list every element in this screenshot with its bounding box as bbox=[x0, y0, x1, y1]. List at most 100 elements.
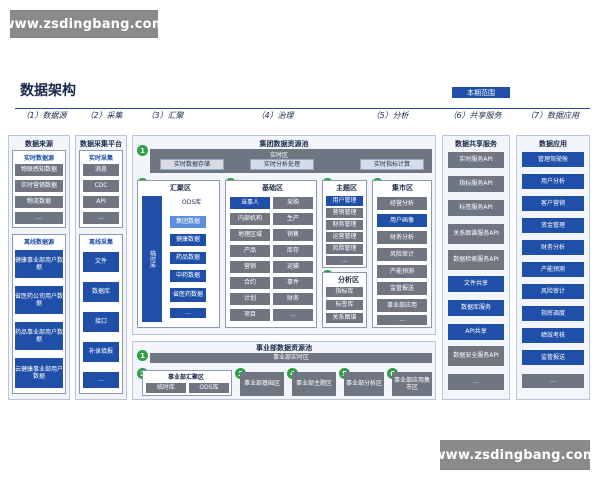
watermark-bottom: www.zsdingbang.com bbox=[433, 440, 596, 470]
topic-item: 财务管理 bbox=[326, 220, 363, 230]
app-item: 用户分析 bbox=[522, 174, 584, 189]
step-3: （3）汇聚 bbox=[146, 110, 184, 120]
app-item: 资金管理 bbox=[522, 218, 584, 233]
basic-item: 库存 bbox=[273, 245, 313, 257]
realtime-step: 实时指标计算 bbox=[360, 159, 424, 170]
basic-item: 内部机构 bbox=[230, 213, 270, 225]
share-item: 数据库服务 bbox=[448, 300, 504, 316]
app-item: 客户营销 bbox=[522, 196, 584, 211]
step-2: （2）采集 bbox=[85, 110, 123, 120]
realtime-zone-label: 实时区 bbox=[270, 152, 289, 159]
ods-item: 省医药数据 bbox=[170, 288, 206, 302]
group-pool-title: 集团数据资源池 bbox=[259, 140, 309, 148]
app-item: 财务分析 bbox=[522, 240, 584, 255]
badge-1: 1 bbox=[137, 145, 148, 156]
topic-item: 营销管理 bbox=[326, 208, 363, 218]
share-item: API共享 bbox=[448, 324, 504, 340]
mart-title: 集市区 bbox=[392, 184, 413, 192]
source-item: 物联感知数据 bbox=[15, 164, 63, 176]
mart-item: 经营分析 bbox=[377, 197, 427, 210]
bu-pool-title: 事业部数据资源池 bbox=[256, 344, 312, 352]
collect-item: 文件 bbox=[83, 252, 119, 272]
basic-item: 当事人 bbox=[230, 197, 270, 209]
share-item: 文件共享 bbox=[448, 276, 504, 292]
watermark-top: www.zsdingbang.com bbox=[2, 10, 165, 38]
realtime-step: 实时数据存储 bbox=[160, 159, 224, 170]
share-item: 关系图谱服务API bbox=[448, 224, 504, 244]
offline-sources-title: 离线数据源 bbox=[23, 239, 54, 246]
source-item: ... bbox=[15, 212, 63, 224]
basic-item: 地理区域 bbox=[230, 229, 270, 241]
analysis-item: 关系图谱 bbox=[326, 313, 363, 323]
app-item: 管理驾驶舱 bbox=[522, 152, 584, 167]
collect-item: ... bbox=[83, 372, 119, 388]
basic-item: 生产 bbox=[273, 213, 313, 225]
collect-item: ... bbox=[83, 212, 119, 224]
ods-title: 汇聚区 bbox=[170, 184, 191, 192]
source-item: 物流数据 bbox=[15, 196, 63, 208]
mart-item: 产能预测 bbox=[377, 265, 427, 278]
step-1: （1）数据源 bbox=[21, 110, 67, 120]
bu-zone: 事业部基础区 bbox=[240, 372, 284, 396]
collect-item: API bbox=[83, 196, 119, 208]
basic-item: 合约 bbox=[230, 277, 270, 289]
collect-item: 补录填报 bbox=[83, 342, 119, 362]
temp-db: 临时库 bbox=[142, 196, 162, 322]
mart-item: 风险审计 bbox=[377, 248, 427, 261]
step-4: （4）治理 bbox=[256, 110, 294, 120]
mart-item: 财务分析 bbox=[377, 231, 427, 244]
source-item: 健康事业部用户数据 bbox=[15, 250, 63, 278]
realtime-sources-title: 实时数据源 bbox=[23, 155, 54, 162]
ods-db-label: ODS库 bbox=[182, 199, 202, 206]
sources-header: 数据来源 bbox=[25, 140, 53, 148]
bu-ods-title: 事业部汇聚区 bbox=[168, 374, 205, 381]
analysis-item: 标签库 bbox=[326, 300, 363, 310]
mart-item: 监管报送 bbox=[377, 282, 427, 295]
share-header: 数据共享服务 bbox=[455, 140, 497, 148]
app-item: 指挥调度 bbox=[522, 306, 584, 321]
ods-item: ... bbox=[170, 308, 206, 318]
topic-item: ... bbox=[326, 256, 363, 265]
analysis-item: 指标库 bbox=[326, 287, 363, 297]
basic-item: 项目 bbox=[230, 309, 270, 321]
bu-temp-db: 临时库 bbox=[146, 383, 186, 393]
app-item: 监管报送 bbox=[522, 350, 584, 365]
step-5: （5）分析 bbox=[371, 110, 409, 120]
bu-zone: 事业部主题区 bbox=[292, 372, 336, 396]
offline-collect-title: 离线采集 bbox=[88, 239, 113, 246]
app-item: 绩效考核 bbox=[522, 328, 584, 343]
share-item: 实时服务API bbox=[448, 152, 504, 168]
basic-item: 采购 bbox=[273, 197, 313, 209]
source-item: 实时营销数据 bbox=[15, 180, 63, 192]
step-7: （7）数据应用 bbox=[525, 110, 580, 120]
basic-item: 产品 bbox=[230, 245, 270, 257]
topic-item: 运营管理 bbox=[326, 232, 363, 242]
bu-ods-db: ODS库 bbox=[189, 383, 229, 393]
source-item: 药品事业部用户数据 bbox=[15, 322, 63, 350]
basic-item: 事件 bbox=[273, 277, 313, 289]
share-item: 数据检索服务API bbox=[448, 250, 504, 270]
ods-item: 中药数据 bbox=[170, 270, 206, 282]
source-item: 省医药公司用户数据 bbox=[15, 286, 63, 314]
mart-item: ... bbox=[377, 315, 427, 325]
basic-title: 基础区 bbox=[262, 184, 283, 192]
steps-line bbox=[15, 108, 590, 109]
apps-header: 数据应用 bbox=[539, 140, 567, 148]
collect-item: 消息 bbox=[83, 164, 119, 176]
share-item: 数据安全服务API bbox=[448, 346, 504, 366]
app-item: ... bbox=[522, 374, 584, 388]
basic-item: 计划 bbox=[230, 293, 270, 305]
basic-item: 财务 bbox=[273, 293, 313, 305]
mart-item: 事业部应用 bbox=[377, 299, 427, 312]
page-title: 数据架构 bbox=[20, 83, 76, 99]
app-item: 风险审计 bbox=[522, 284, 584, 299]
basic-item: 销售 bbox=[273, 229, 313, 241]
basic-item: 运输 bbox=[273, 261, 313, 273]
collect-header: 数据采集平台 bbox=[80, 140, 122, 148]
topic-title: 主题区 bbox=[336, 184, 357, 192]
basic-item: ... bbox=[273, 309, 313, 321]
collect-item: 接口 bbox=[83, 312, 119, 332]
bu-zone: 事业部应用集市区 bbox=[392, 372, 432, 396]
collect-item: 数据库 bbox=[83, 282, 119, 302]
scope-label: 本期范围 bbox=[452, 87, 510, 98]
